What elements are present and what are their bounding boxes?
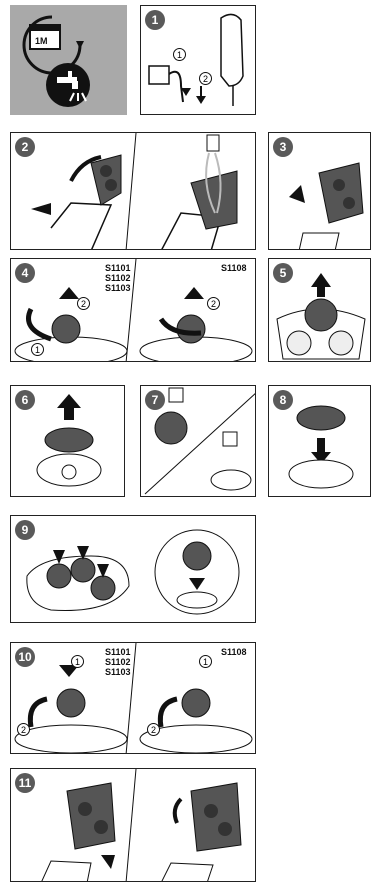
model-number: S1102	[105, 657, 131, 667]
step-badge: 4	[15, 263, 35, 283]
model-number: S1103	[105, 667, 131, 677]
model-number: S1103	[105, 283, 131, 293]
cutter-release-illustration	[11, 259, 256, 362]
substep-badge: 1	[71, 655, 84, 668]
retainer-lock-illustration	[11, 643, 256, 754]
step-4-panel: 4 S1101 S1102 S1103 S1108 1 2 2	[10, 258, 256, 362]
step-6-panel: 6	[10, 385, 125, 497]
step-badge: 9	[15, 520, 35, 540]
step-8-panel: 8	[268, 385, 371, 497]
step-badge: 10	[15, 647, 35, 667]
step-2-panel: 2	[10, 132, 256, 250]
step-badge: 1	[145, 10, 165, 30]
substep-badge: 2	[147, 723, 160, 736]
substep-badge: 2	[17, 723, 30, 736]
step-3-panel: 3	[268, 132, 371, 250]
substep-badge: 2	[207, 297, 220, 310]
model-number: S1101	[105, 647, 131, 657]
step-badge: 8	[273, 390, 293, 410]
step-1-panel: 1 1 2	[140, 5, 256, 115]
step-badge: 2	[15, 137, 35, 157]
step-badge: 3	[273, 137, 293, 157]
step-10-panel: 10 S1101 S1102 S1103 S1108 1 2 1 2	[10, 642, 256, 754]
step-5-panel: 5	[268, 258, 371, 362]
step-9-panel: 9	[10, 515, 256, 623]
substep-badge: 2	[77, 297, 90, 310]
model-number: S1108	[221, 647, 247, 657]
step-badge: 6	[15, 390, 35, 410]
interval-label: 1M	[35, 36, 48, 46]
model-number: S1101	[105, 263, 131, 273]
model-number: S1108	[221, 263, 247, 273]
model-number: S1102	[105, 273, 131, 283]
step-7-panel: 7	[140, 385, 256, 497]
substep-badge: 2	[199, 72, 212, 85]
attach-head-illustration	[11, 769, 256, 882]
calendar-icon	[10, 5, 127, 115]
cleaning-interval-panel: 1M	[10, 5, 127, 115]
substep-badge: 1	[173, 48, 186, 61]
step-badge: 7	[145, 390, 165, 410]
step-badge: 11	[15, 773, 35, 793]
step-11-panel: 11	[10, 768, 256, 882]
substep-badge: 1	[31, 343, 44, 356]
shaver-head-open-illustration	[11, 133, 256, 250]
step-badge: 5	[273, 263, 293, 283]
substep-badge: 1	[199, 655, 212, 668]
place-cutters-illustration	[11, 516, 256, 623]
faucet-icon	[46, 63, 90, 107]
